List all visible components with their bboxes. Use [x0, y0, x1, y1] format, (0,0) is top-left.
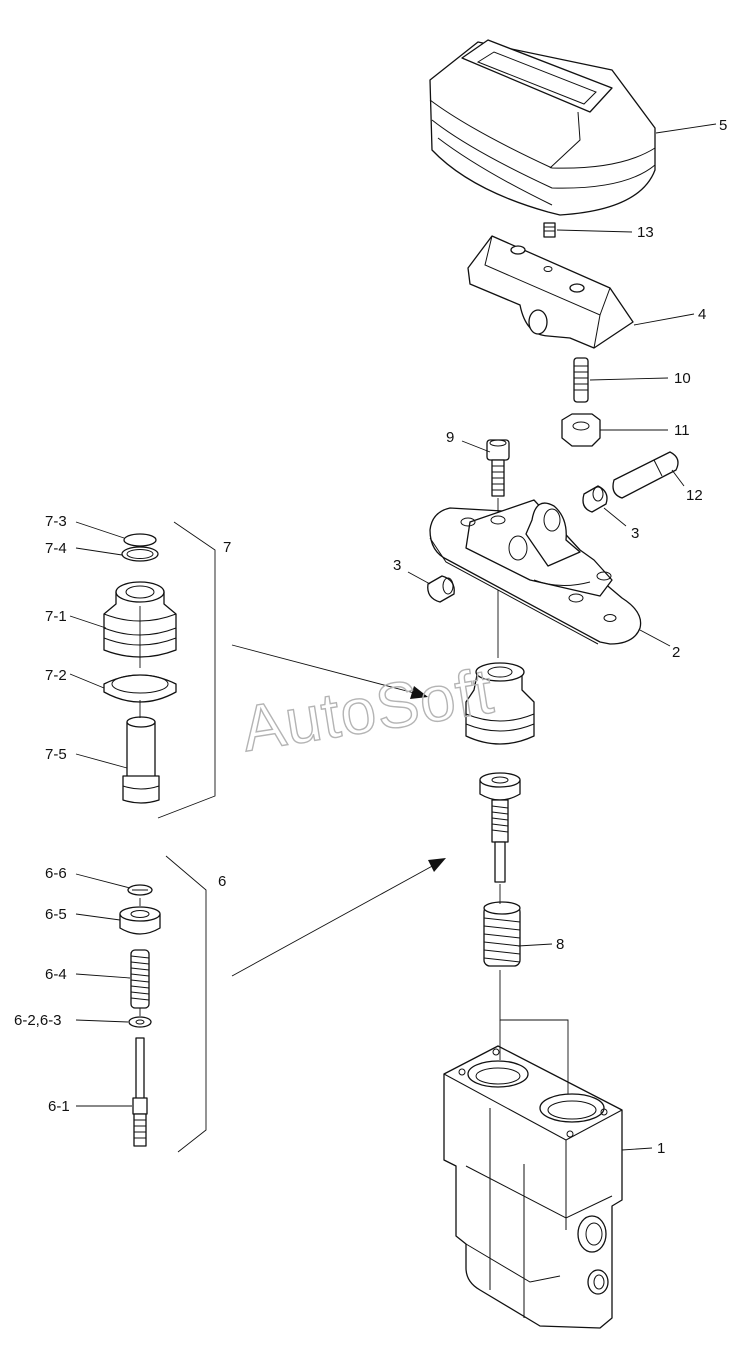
label-11: 11 [674, 422, 690, 439]
label-8: 8 [556, 936, 564, 953]
label-6-5: 6-5 [45, 906, 67, 923]
group-6-bracket [165, 855, 207, 1153]
part-1-valve-body [443, 1045, 623, 1329]
part-12-pin [612, 451, 679, 499]
arrow-group-7-to-plug [231, 644, 428, 699]
group-7-bracket [157, 521, 216, 819]
label-10: 10 [674, 370, 691, 387]
arrow-group-6-to-spool [231, 858, 446, 977]
label-9: 9 [446, 429, 454, 446]
part-4-bracket [467, 235, 634, 349]
part-7-2-seal [103, 674, 177, 703]
watermark-text: AutoSoft [237, 654, 499, 765]
label-6-4: 6-4 [45, 966, 67, 983]
part-2-base-plate [429, 499, 642, 645]
label-6: 6 [218, 873, 226, 890]
label-7-4: 7-4 [45, 540, 67, 557]
label-7: 7 [223, 539, 231, 556]
spool-assembled [479, 772, 521, 883]
part-6-4-spring [130, 949, 150, 1009]
plug-assembled [465, 662, 535, 745]
part-6-6-washer [127, 884, 153, 896]
part-13-set-screw [543, 222, 556, 238]
label-3-left: 3 [393, 557, 401, 574]
label-7-3: 7-3 [45, 513, 67, 530]
part-6-1-spool [132, 1037, 148, 1147]
leader-lines [69, 123, 717, 1151]
assembly-axis-lines [139, 498, 569, 1094]
part-labels: 5 13 4 10 11 9 12 3 3 2 8 1 7 7-3 7-4 7-… [14, 117, 727, 1157]
part-7-3-snap-ring [123, 533, 157, 547]
part-3-bushing-right [582, 485, 608, 513]
part-7-4-ring [121, 546, 159, 562]
part-8-spring [483, 901, 521, 967]
label-6-2-6-3: 6-2,6-3 [14, 1012, 62, 1029]
label-3-right: 3 [631, 525, 639, 542]
label-1: 1 [657, 1140, 665, 1157]
part-9-cap-screw [486, 439, 510, 497]
label-13: 13 [637, 224, 654, 241]
part-11-nut [561, 413, 601, 447]
label-6-6: 6-6 [45, 865, 67, 882]
label-7-5: 7-5 [45, 746, 67, 763]
part-3-bushing-left [427, 575, 455, 603]
part-6-5-spring-seat [119, 906, 161, 935]
label-5: 5 [719, 117, 727, 134]
part-10-stud [573, 357, 589, 403]
part-7-5-piston [122, 716, 160, 804]
label-7-2: 7-2 [45, 667, 67, 684]
label-2: 2 [672, 644, 680, 661]
part-5-boot [429, 39, 656, 216]
part-6-2-6-3-shim [128, 1016, 152, 1028]
label-4: 4 [698, 306, 706, 323]
label-12: 12 [686, 487, 703, 504]
label-7-1: 7-1 [45, 608, 67, 625]
label-6-1: 6-1 [48, 1098, 70, 1115]
